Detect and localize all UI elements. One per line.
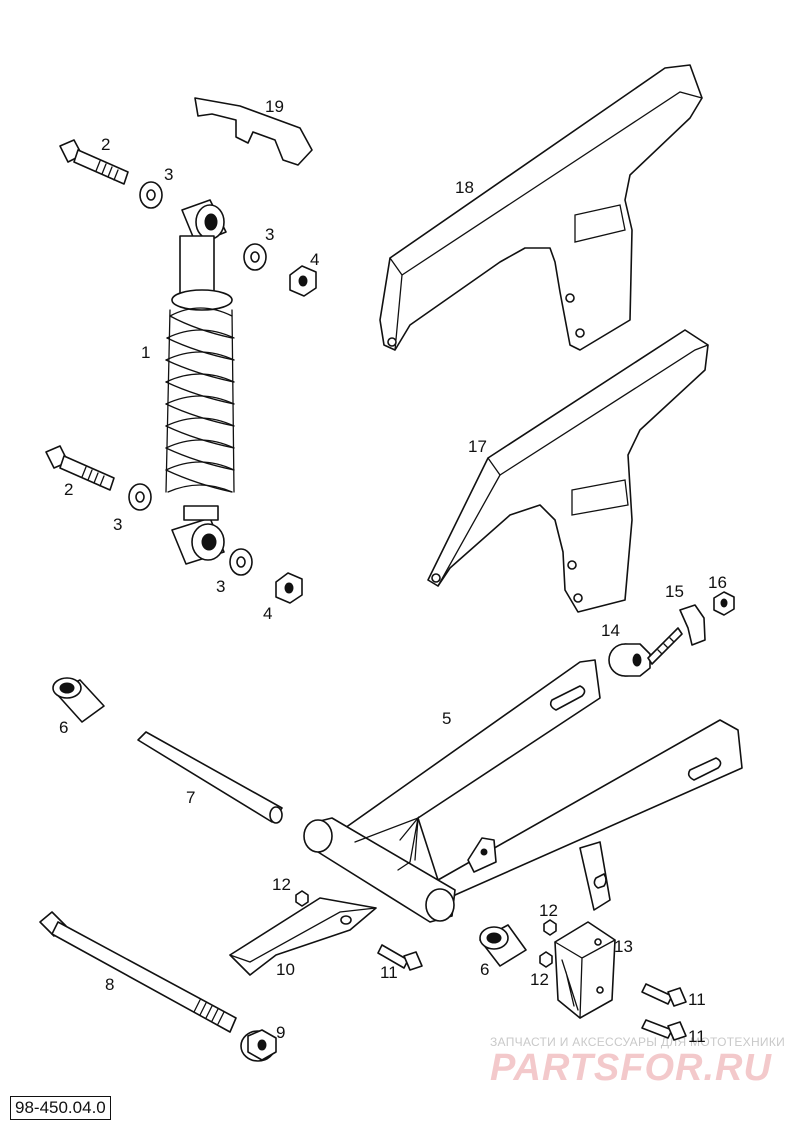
part-12-nut-b (543, 919, 557, 936)
part-17-chain-guard-lower (427, 329, 709, 613)
callout-18: 18 (455, 178, 474, 197)
callout-14: 14 (601, 621, 620, 640)
drawing-number: 98-450.04.0 (10, 1096, 111, 1120)
part-11-screw-c (641, 1019, 687, 1041)
callout-15: 15 (665, 582, 684, 601)
callout-5: 5 (442, 709, 451, 728)
callout-3-d: 3 (216, 577, 225, 596)
callout-12-c: 12 (530, 970, 549, 989)
callout-2-lower: 2 (64, 480, 73, 499)
watermark-brand: PARTSFOR.RU (490, 1047, 772, 1089)
callout-11-c: 11 (688, 1027, 706, 1046)
part-14-rubber-stud (608, 627, 683, 677)
callout-12-a: 12 (272, 875, 291, 894)
watermark-tagline: ЗАПЧАСТИ И АКСЕССУАРЫ ДЛЯ МОТОТЕХНИКИ (490, 1035, 785, 1049)
part-8-pivot-bolt (39, 911, 237, 1033)
callout-11-b: 11 (688, 990, 706, 1009)
callout-12-b: 12 (539, 901, 558, 920)
part-15-bracket (679, 604, 706, 646)
part-2-lower-bolt (45, 445, 115, 491)
part-7-pivot-tube (137, 731, 283, 824)
part-2-upper-bolt (59, 139, 129, 185)
part-5-swingarm (303, 659, 743, 923)
callout-4-b: 4 (263, 604, 272, 623)
part-3-washer-d (229, 548, 253, 576)
callout-3-a: 3 (164, 165, 173, 184)
part-9-flange-nut (240, 1029, 277, 1062)
part-16-nut (713, 591, 735, 616)
callout-labels: 1 2 2 3 3 3 3 4 4 5 6 6 7 8 9 10 11 11 1… (59, 97, 727, 1046)
part-11-screw-b (641, 983, 687, 1007)
callout-9: 9 (276, 1023, 285, 1042)
part-3-washer-b (243, 243, 267, 271)
part-10-chain-slider (229, 897, 377, 976)
callout-4-a: 4 (310, 250, 319, 269)
part-3-washer-c (128, 483, 152, 511)
callout-3-c: 3 (113, 515, 122, 534)
callout-8: 8 (105, 975, 114, 994)
part-13-slider-block (554, 921, 616, 1019)
part-12-nut-a (295, 890, 309, 907)
part-12-nut-c (539, 951, 553, 968)
callout-19: 19 (265, 97, 284, 116)
callout-11-a: 11 (380, 963, 398, 982)
callout-6-left: 6 (59, 718, 68, 737)
callout-3-b: 3 (265, 225, 274, 244)
callout-2-upper: 2 (101, 135, 110, 154)
callout-16: 16 (708, 573, 727, 592)
part-19-guide-plate (194, 97, 313, 166)
callout-1: 1 (141, 343, 150, 362)
watermark: ЗАПЧАСТИ И АКСЕССУАРЫ ДЛЯ МОТОТЕХНИКИ PA… (490, 1035, 785, 1089)
callout-17: 17 (468, 437, 487, 456)
callout-13: 13 (614, 937, 633, 956)
callout-10: 10 (276, 960, 295, 979)
part-4-nut-a (289, 265, 317, 297)
part-6-bushing-left (52, 677, 105, 723)
part-1-shock-absorber (165, 199, 235, 565)
part-6-bushing-right (479, 924, 527, 967)
part-11-screw-a (377, 944, 423, 971)
part-4-nut-b (275, 572, 303, 604)
part-3-washer-a (139, 181, 163, 209)
callout-6-right: 6 (480, 960, 489, 979)
callout-7: 7 (186, 788, 195, 807)
part-18-chain-guard-upper (379, 64, 703, 351)
